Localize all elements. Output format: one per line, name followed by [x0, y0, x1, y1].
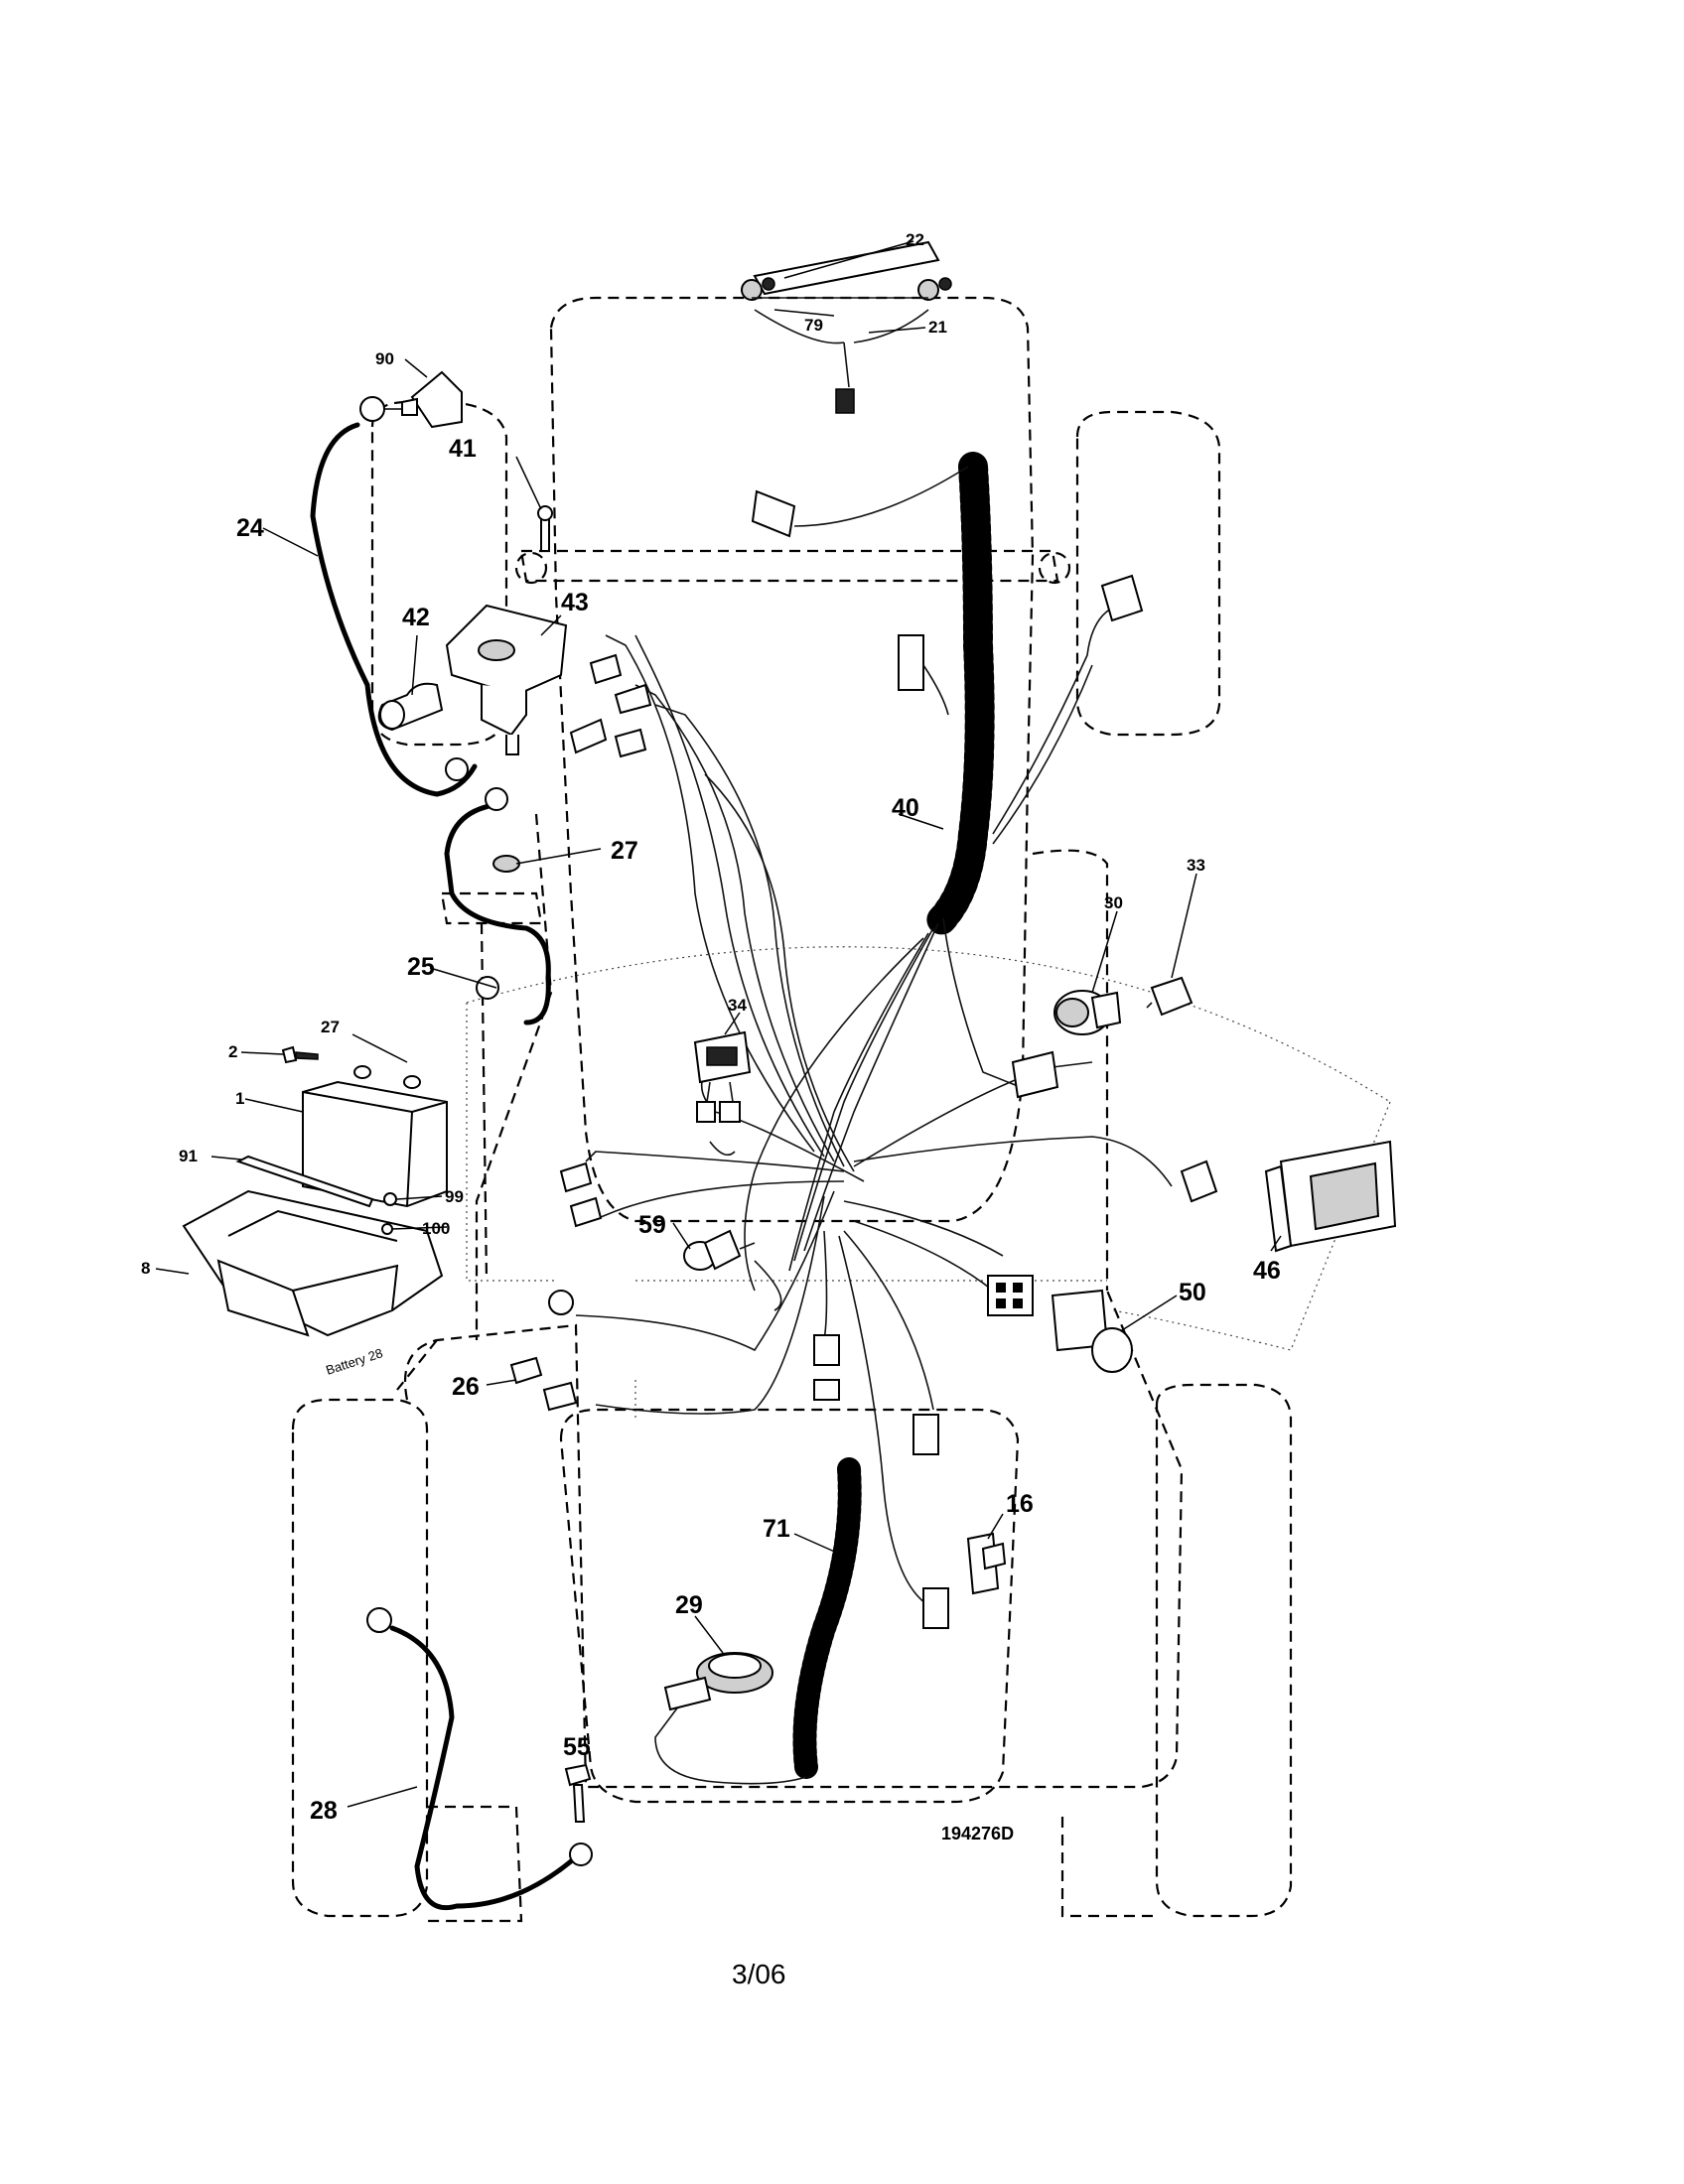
callout-labels: 22 79 21 90 41 24 42 43 27 40 25 33 30 3…	[141, 230, 1281, 1825]
switch-34	[693, 1030, 752, 1123]
callout-99: 99	[445, 1187, 464, 1206]
callout-27a: 27	[611, 837, 638, 865]
date-code: 3/06	[732, 1959, 786, 1989]
ground-cable-28	[366, 1607, 593, 1910]
callout-30: 30	[1104, 893, 1123, 912]
switch-50	[1051, 1289, 1133, 1373]
harness-wires	[575, 634, 1173, 1609]
chassis-outlines	[291, 296, 1293, 1923]
bolt-2	[281, 1045, 319, 1064]
callout-29: 29	[675, 1591, 703, 1619]
ignition-switch-30	[1053, 990, 1122, 1035]
bolt-55	[564, 1763, 592, 1823]
callout-8: 8	[141, 1259, 150, 1278]
callout-43: 43	[561, 589, 589, 616]
hour-meter-46	[1264, 1140, 1397, 1253]
callout-55: 55	[563, 1733, 591, 1761]
callout-59: 59	[638, 1211, 666, 1239]
fuse-26	[509, 1356, 578, 1412]
strap-91	[235, 1155, 374, 1208]
callout-26: 26	[452, 1373, 480, 1401]
callout-41: 41	[449, 435, 477, 463]
callout-24: 24	[236, 514, 264, 542]
callout-22: 22	[906, 230, 924, 249]
callout-1: 1	[235, 1089, 244, 1108]
harness-71	[654, 1457, 862, 1785]
battery-tray-8	[182, 1189, 444, 1337]
seat-switch-29	[663, 1652, 773, 1711]
wiring-harness-40	[751, 452, 1144, 938]
callout-71: 71	[763, 1515, 790, 1543]
callout-25: 25	[407, 953, 435, 981]
callout-50: 50	[1179, 1279, 1206, 1306]
battery-cable-24	[310, 396, 478, 797]
callout-21: 21	[928, 318, 947, 337]
callout-100: 100	[422, 1219, 450, 1238]
battery-tray-label: Battery 28	[324, 1345, 384, 1378]
terminal-boot-90	[401, 370, 463, 429]
washer-100	[381, 1223, 393, 1235]
switch-16	[966, 1532, 1007, 1595]
callout-16: 16	[1006, 1490, 1034, 1518]
headlight-assembly	[741, 240, 952, 414]
callout-2: 2	[228, 1042, 237, 1061]
callout-90: 90	[375, 349, 394, 368]
callout-42: 42	[402, 604, 430, 631]
callout-28: 28	[310, 1797, 338, 1825]
wire-connectors	[548, 653, 1218, 1629]
starter-solenoid-43	[445, 505, 568, 755]
battery-1	[302, 1065, 448, 1208]
callout-27b: 27	[321, 1018, 340, 1036]
boot-42	[377, 682, 444, 732]
callout-79: 79	[804, 316, 823, 335]
phantom-lines	[466, 946, 1391, 1420]
leader-lines	[155, 240, 1282, 1808]
callout-34: 34	[728, 996, 747, 1015]
callout-91: 91	[179, 1147, 198, 1165]
callout-40: 40	[892, 794, 919, 822]
drawing-number: 194276D	[941, 1824, 1014, 1843]
screw-99	[383, 1192, 397, 1206]
light-59	[683, 1229, 756, 1271]
callout-46: 46	[1253, 1257, 1281, 1285]
cable-25	[444, 787, 551, 1025]
module-33	[1146, 976, 1193, 1017]
callout-33: 33	[1187, 856, 1205, 875]
